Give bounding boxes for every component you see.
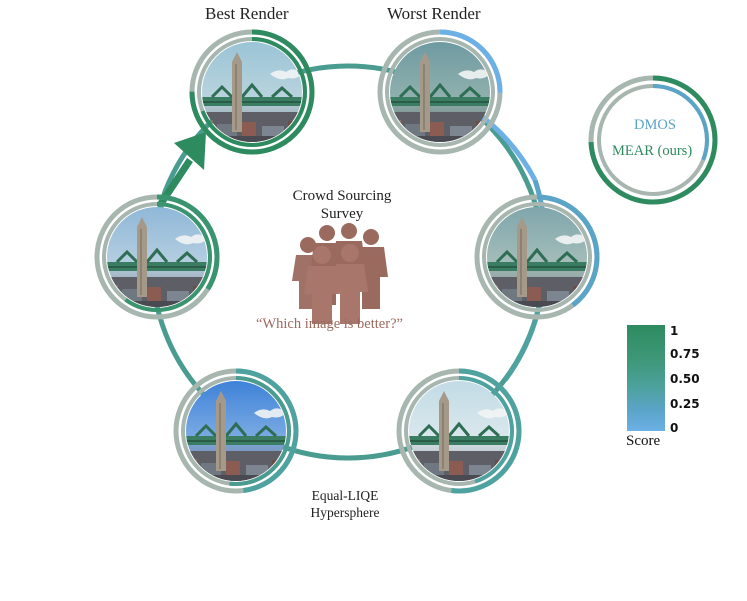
- arrow-up-icon: [174, 132, 206, 170]
- render-worst: [377, 29, 503, 155]
- best-render-label: Best Render: [205, 4, 289, 23]
- render-right: [474, 194, 600, 320]
- legend-mear: MEAR (ours): [612, 143, 693, 159]
- render-bottom-right: [396, 368, 522, 494]
- hypersphere-label-line2: Hypersphere: [310, 505, 380, 520]
- render-left: [94, 194, 220, 320]
- legend-dmos: DMOS: [634, 117, 676, 133]
- survey-title-line1: Crowd Sourcing: [292, 188, 392, 204]
- people-group-icon: [292, 223, 388, 324]
- hypersphere-label: Equal-LIQE Hypersphere: [290, 487, 400, 521]
- survey-title: Crowd Sourcing Survey: [280, 187, 404, 223]
- legend-ring: [588, 75, 718, 205]
- survey-question: “Which image is better?”: [256, 316, 403, 332]
- colorbar-tick-025: 0.25: [670, 397, 700, 411]
- render-bottom-left: [173, 368, 299, 494]
- render-best: [189, 29, 315, 155]
- worst-render-label: Worst Render: [387, 4, 481, 23]
- colorbar-tick-075: 0.75: [670, 347, 700, 361]
- colorbar-label: Score: [626, 433, 661, 449]
- colorbar-tick-1: 1: [670, 324, 679, 338]
- colorbar-tick-0: 0: [670, 421, 679, 435]
- score-colorbar: [627, 325, 665, 431]
- hypersphere-label-line1: Equal-LIQE: [311, 488, 379, 503]
- survey-title-line2: Survey: [320, 206, 364, 222]
- colorbar-tick-050: 0.50: [670, 372, 700, 386]
